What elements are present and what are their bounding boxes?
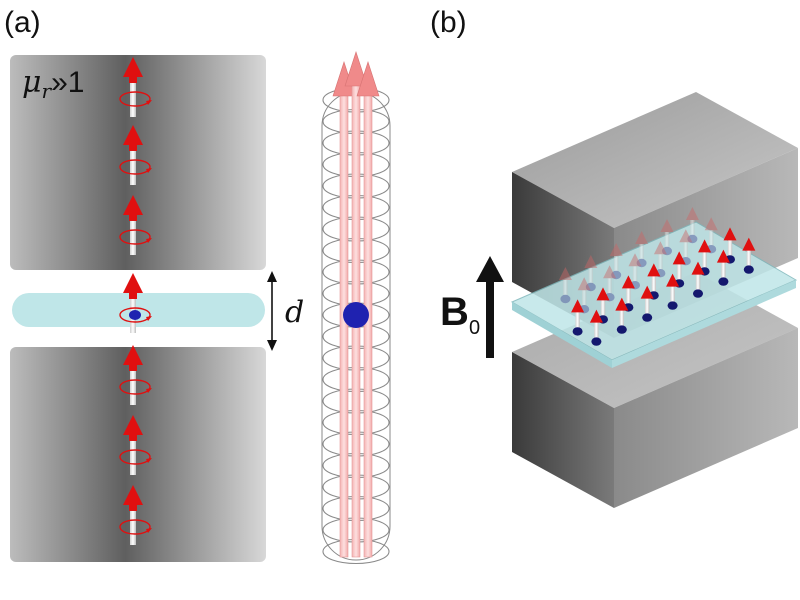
spin-arrow (119, 345, 152, 405)
permeability-symbol: μ (22, 65, 42, 100)
spin-arrow (119, 195, 152, 255)
nucleus-dot (343, 302, 369, 328)
spin-lattice-b (558, 207, 756, 346)
lattice-spin (589, 309, 603, 346)
gap-dimension-arrow (267, 271, 277, 351)
spin-arrow (119, 125, 152, 185)
lattice-spin (571, 299, 585, 336)
spin-arrow (119, 57, 152, 117)
lattice-spin (691, 261, 705, 298)
spin-arrow (119, 415, 152, 475)
permeability-label: μr»1 (22, 65, 84, 103)
sample-layer-slab (12, 293, 265, 327)
field-subscript: 0 (469, 317, 480, 339)
panel-a: (a) μr»1 d (4, 6, 391, 565)
spin-arrows-a (119, 57, 152, 545)
lattice-spin (716, 249, 730, 286)
lattice-spin (685, 207, 699, 244)
lower-magnet-block (10, 347, 266, 562)
spin-arrow (119, 485, 152, 545)
spin-arrow (119, 273, 152, 333)
permeability-subscript: r (42, 79, 53, 103)
lattice-spin (635, 231, 649, 268)
lattice-spin (640, 285, 654, 322)
field-symbol: B (440, 290, 469, 334)
lattice-spin (558, 267, 572, 304)
lattice-spin (742, 237, 756, 274)
panel-b-label: (b) (430, 6, 467, 39)
lattice-spin (666, 273, 680, 310)
lattice-spin (609, 243, 623, 280)
lattice-spin (660, 219, 674, 256)
permeability-relation: »1 (51, 66, 84, 99)
field-arrow (476, 256, 504, 358)
panel-a-label: (a) (4, 6, 41, 39)
lattice-spin (615, 297, 629, 334)
gap-label: d (285, 295, 304, 330)
lattice-spin (584, 255, 598, 292)
coherent-spin-column (321, 51, 391, 565)
panel-b: (b) B 0 (430, 6, 798, 508)
upper-magnet-block (10, 55, 266, 270)
